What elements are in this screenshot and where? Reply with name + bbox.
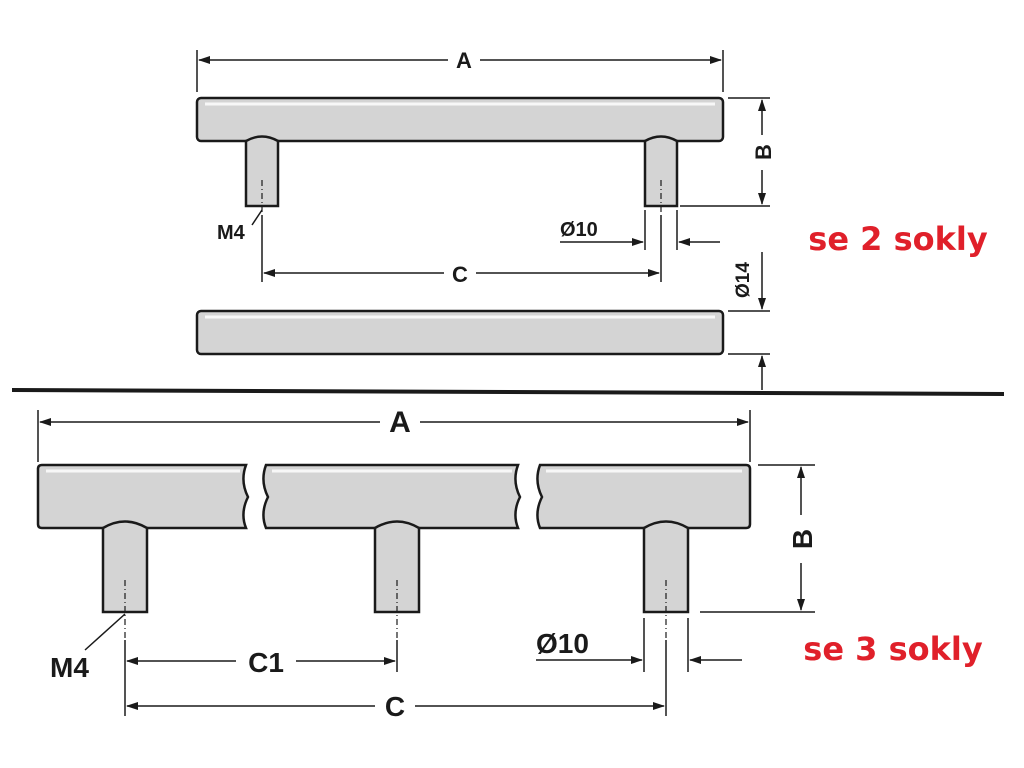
- top-dimension-b-label: B: [751, 144, 776, 160]
- top-right-leg: [643, 135, 679, 208]
- top-variant-caption: se 2 sokly: [808, 220, 988, 258]
- top-dimension-c: C: [261, 215, 662, 287]
- bottom-leg-diameter-dimension: Ø10: [536, 618, 742, 672]
- top-thread-label: M4: [217, 222, 246, 244]
- top-bar-diameter-label: Ø14: [733, 262, 754, 298]
- bottom-bar-right-segment: [536, 463, 752, 530]
- bottom-dimension-b-label: B: [787, 529, 818, 549]
- bottom-bar-middle-segment: [262, 463, 522, 530]
- bottom-right-leg: [642, 520, 690, 614]
- bottom-leg-diameter-label: Ø10: [536, 628, 589, 659]
- bottom-variant: A B M4: [36, 406, 983, 722]
- bottom-handle-bar: [36, 463, 752, 530]
- top-thread-leader: [251, 209, 263, 226]
- top-leg-diameter-label: Ø10: [560, 219, 598, 241]
- section-divider: [11, 388, 1005, 396]
- bottom-dimension-c-label: C: [385, 691, 405, 722]
- top-bar-diameter-dimension: Ø14: [728, 252, 770, 390]
- top-handle-side-view: [195, 96, 725, 215]
- bottom-variant-caption: se 3 sokly: [803, 630, 983, 668]
- top-leg-diameter-dimension: Ø10: [560, 210, 720, 250]
- bottom-dimension-b: B: [700, 464, 818, 613]
- bottom-dimension-c1-label: C1: [248, 647, 284, 678]
- bottom-dimension-c: C: [126, 640, 667, 722]
- bottom-dimension-c1: C1: [124, 640, 398, 716]
- bottom-thread-label: M4: [50, 652, 89, 683]
- bottom-thread-leader: [84, 613, 126, 651]
- top-left-leg: [244, 135, 280, 208]
- top-variant: A B M4 Ø10 C: [195, 48, 988, 390]
- top-dimension-a-label: A: [456, 48, 472, 73]
- top-handle-top-view: [195, 309, 725, 356]
- top-dimension-c-label: C: [452, 262, 468, 287]
- top-handle-bar: [195, 96, 725, 143]
- bottom-dimension-a-label: A: [389, 406, 411, 439]
- bottom-middle-leg: [373, 520, 421, 614]
- bottom-legs: [101, 520, 690, 640]
- bottom-dimension-a: A: [37, 406, 751, 462]
- bottom-bar-left-segment: [36, 463, 250, 530]
- bottom-left-leg: [101, 520, 149, 614]
- top-handle-plan: [195, 309, 725, 356]
- top-dimension-b: B: [680, 97, 776, 207]
- top-dimension-a: A: [196, 48, 724, 92]
